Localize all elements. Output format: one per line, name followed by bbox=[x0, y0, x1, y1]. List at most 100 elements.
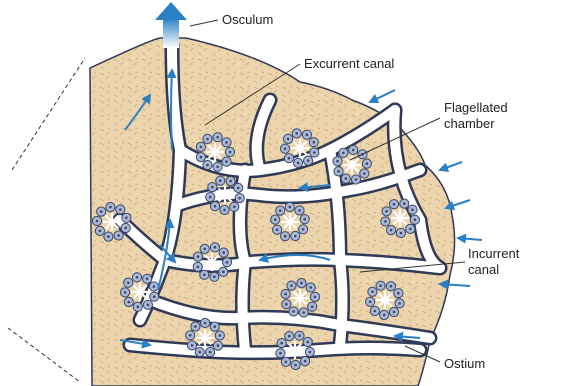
collar-cell-nucleus bbox=[200, 146, 203, 149]
label-osculum: Osculum bbox=[222, 12, 273, 27]
collar-cell-nucleus bbox=[288, 157, 291, 160]
collar-cell-nucleus bbox=[284, 235, 287, 238]
collar-cell-nucleus bbox=[284, 147, 287, 150]
collar-cell-nucleus bbox=[96, 220, 99, 223]
collar-cell-nucleus bbox=[337, 170, 340, 173]
body-outline-lower-dashed bbox=[8, 328, 80, 382]
label-excurrent-canal: Excurrent canal bbox=[304, 56, 394, 71]
collar-cell-nucleus bbox=[197, 266, 200, 269]
collar-cell-nucleus bbox=[117, 234, 120, 237]
collar-cell-nucleus bbox=[214, 205, 217, 208]
collar-cell-nucleus bbox=[194, 325, 197, 328]
collar-cell-nucleus bbox=[290, 284, 293, 287]
collar-cell-nucleus bbox=[284, 293, 287, 296]
collar-cell-nucleus bbox=[403, 202, 406, 205]
collar-cell-nucleus bbox=[137, 306, 140, 309]
collar-cell-nucleus bbox=[200, 156, 203, 159]
collar-cell-nucleus bbox=[217, 344, 220, 347]
collar-cell-nucleus bbox=[213, 276, 216, 279]
collar-cell-nucleus bbox=[363, 172, 366, 175]
collar-cell-nucleus bbox=[197, 255, 200, 258]
collar-cell-nucleus bbox=[100, 210, 103, 213]
collar-cell-nucleus bbox=[302, 311, 305, 314]
collar-cell-nucleus bbox=[390, 229, 393, 232]
collar-cell-nucleus bbox=[285, 303, 288, 306]
collar-cell-nucleus bbox=[352, 149, 355, 152]
collar-cell-nucleus bbox=[314, 296, 317, 299]
collar-cell-nucleus bbox=[109, 206, 112, 209]
collar-cell-nucleus bbox=[107, 235, 110, 238]
collar-cell-nucleus bbox=[222, 271, 225, 274]
collar-cell-nucleus bbox=[309, 351, 312, 354]
collar-cell-nucleus bbox=[127, 281, 130, 284]
collar-cell-nucleus bbox=[125, 217, 128, 220]
collar-cell-nucleus bbox=[306, 133, 309, 136]
collar-cell-nucleus bbox=[280, 342, 283, 345]
collar-cell-nucleus bbox=[307, 159, 310, 162]
collar-cell-nucleus bbox=[153, 285, 156, 288]
collar-cell-nucleus bbox=[309, 286, 312, 289]
collar-cell-nucleus bbox=[287, 138, 290, 141]
collar-cell-nucleus bbox=[313, 141, 316, 144]
collar-cell-nucleus bbox=[189, 334, 192, 337]
collar-cell-nucleus bbox=[279, 209, 282, 212]
collar-cell-nucleus bbox=[219, 179, 222, 182]
collar-cell-nucleus bbox=[136, 276, 139, 279]
body-outline-upper-dashed bbox=[12, 58, 85, 170]
collar-cell-nucleus bbox=[393, 311, 396, 314]
collar-cell-nucleus bbox=[279, 352, 282, 355]
collar-cell-nucleus bbox=[225, 141, 228, 144]
collar-cell-nucleus bbox=[385, 210, 388, 213]
collar-cell-nucleus bbox=[225, 160, 228, 163]
collar-cell-nucleus bbox=[298, 334, 301, 337]
collar-cell-nucleus bbox=[229, 151, 232, 154]
collar-cell-nucleus bbox=[409, 228, 412, 231]
collar-cell-nucleus bbox=[292, 310, 295, 313]
collar-cell-nucleus bbox=[285, 361, 288, 364]
collar-cell-nucleus bbox=[294, 364, 297, 367]
collar-cell-nucleus bbox=[124, 291, 127, 294]
collar-cell-nucleus bbox=[393, 203, 396, 206]
collar-cell-nucleus bbox=[295, 132, 298, 135]
collar-cell-nucleus bbox=[219, 334, 222, 337]
collar-cell-nucleus bbox=[223, 209, 226, 212]
collar-cell-nucleus bbox=[311, 305, 314, 308]
collar-cell-nucleus bbox=[211, 186, 214, 189]
label-flagellated-chamber-line2: chamber bbox=[444, 116, 495, 131]
collar-cell-nucleus bbox=[336, 160, 339, 163]
collar-cell-nucleus bbox=[119, 208, 122, 211]
collar-cell-nucleus bbox=[390, 285, 393, 288]
collar-cell-nucleus bbox=[383, 314, 386, 317]
collar-cell-nucleus bbox=[99, 230, 102, 233]
collar-cell-nucleus bbox=[153, 295, 156, 298]
collar-cell-nucleus bbox=[146, 278, 149, 281]
collar-cell-nucleus bbox=[128, 301, 131, 304]
collar-cell-nucleus bbox=[374, 310, 377, 313]
collar-cell-nucleus bbox=[355, 178, 358, 181]
collar-cell-nucleus bbox=[342, 152, 345, 155]
collar-cell-nucleus bbox=[303, 218, 306, 221]
collar-cell-nucleus bbox=[209, 351, 212, 354]
collar-cell-nucleus bbox=[414, 218, 417, 221]
collar-cell-nucleus bbox=[304, 360, 307, 363]
collar-cell-nucleus bbox=[226, 261, 229, 264]
collar-cell-nucleus bbox=[124, 227, 127, 230]
collar-cell-nucleus bbox=[411, 208, 414, 211]
collar-cell-nucleus bbox=[397, 292, 400, 295]
collar-cell-nucleus bbox=[203, 274, 206, 277]
collar-cell-nucleus bbox=[213, 325, 216, 328]
collar-cell-nucleus bbox=[216, 136, 219, 139]
collar-cell-nucleus bbox=[233, 206, 236, 209]
collar-cell-nucleus bbox=[204, 322, 207, 325]
collar-cell-nucleus bbox=[294, 235, 297, 238]
collar-cell-nucleus bbox=[222, 251, 225, 254]
collar-cell-nucleus bbox=[214, 246, 217, 249]
collar-cell-nucleus bbox=[147, 304, 150, 307]
collar-cell-nucleus bbox=[379, 284, 382, 287]
collar-cell-nucleus bbox=[289, 206, 292, 209]
label-incurrent-canal-line1: Incurrent bbox=[468, 246, 520, 261]
collar-cell-nucleus bbox=[276, 228, 279, 231]
collar-cell-nucleus bbox=[300, 282, 303, 285]
